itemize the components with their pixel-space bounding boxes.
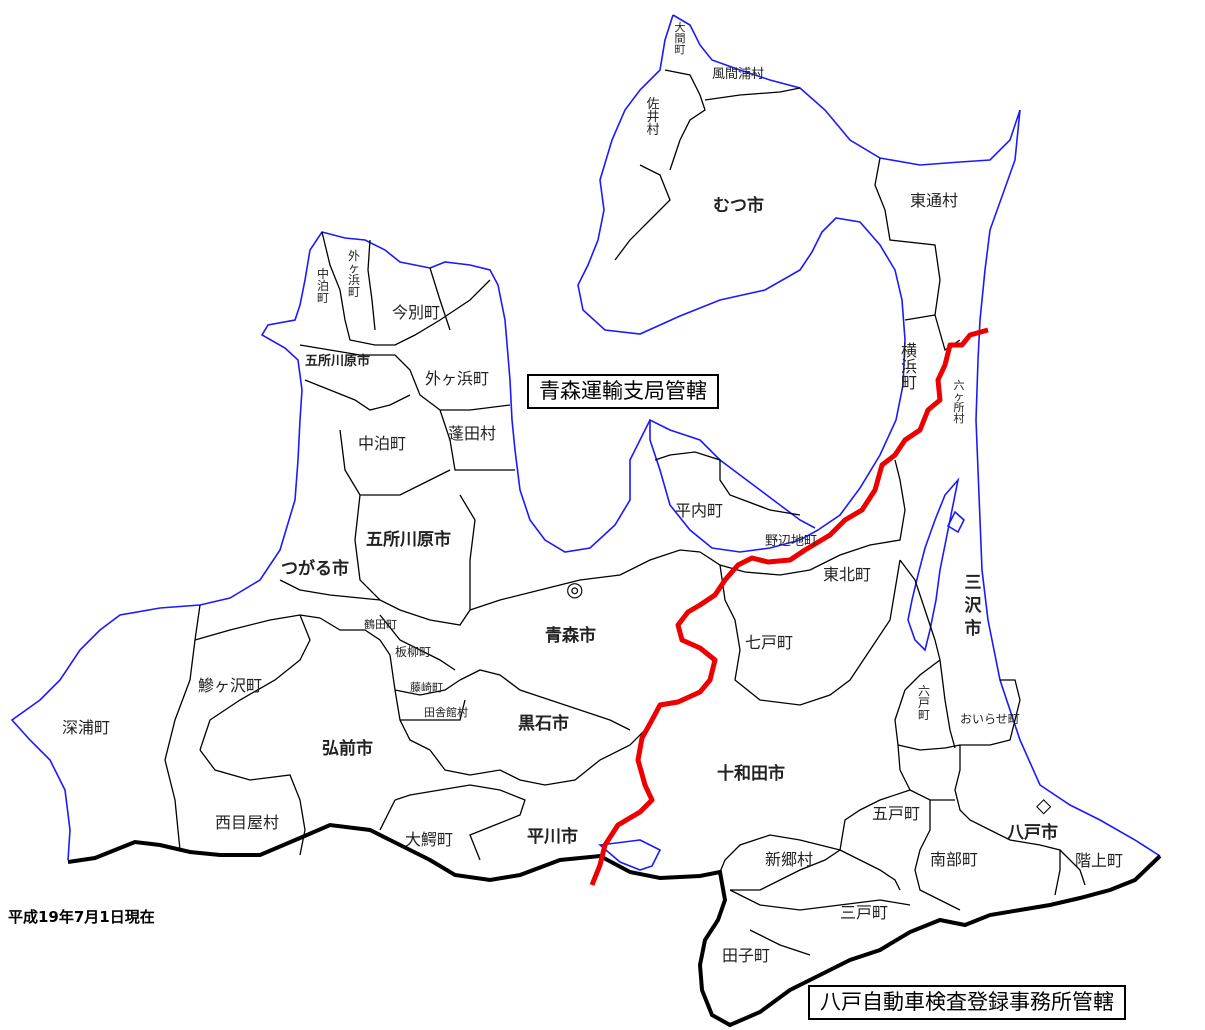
label-tsugaru: つがる市 [281, 559, 349, 579]
label-yomogita: 蓬田村 [448, 424, 497, 443]
label-hirosaki: 弘前市 [322, 739, 373, 759]
label-hashikami: 階上町 [1075, 851, 1124, 870]
label-sotogahama: 外ヶ浜町 [425, 369, 490, 388]
label-fujisaki: 藤崎町 [410, 681, 443, 694]
label-imabetsu: 今別町 [392, 303, 441, 322]
label-yokohama: 横浜町 [900, 341, 917, 392]
label-misawa: 三沢市 [964, 573, 982, 639]
label-rokunohe: 六戸町 [917, 684, 930, 722]
label-nishimeya: 西目屋村 [215, 813, 280, 832]
label-nakadomari: 中泊町 [358, 434, 407, 453]
prefecture-border [67, 822, 1162, 1028]
label-inakadate: 田舎館村 [424, 706, 468, 719]
label-sotogahama-north: 外ヶ浜町 [347, 249, 360, 299]
label-gonohe: 五戸町 [872, 804, 921, 823]
label-sannohe: 三戸町 [840, 903, 889, 922]
label-hachinohe: 八戸市 [1007, 823, 1058, 843]
label-goshogawara: 五所川原市 [366, 530, 451, 550]
label-fukaura: 深浦町 [62, 718, 111, 737]
label-higashidori: 東通村 [910, 191, 959, 210]
label-goshogawara-north: 五所川原市 [305, 354, 371, 369]
label-itayanagi: 板柳町 [395, 645, 432, 659]
label-shichinohe: 七戸町 [745, 633, 794, 652]
label-hiranai: 平内町 [675, 501, 724, 520]
hachinohe-jurisdiction-label: 八戸自動車検査登録事務所管轄 [808, 985, 1126, 1021]
coastline [10, 14, 1161, 871]
label-nanbu: 南部町 [930, 850, 979, 869]
label-kazamaura: 風間浦村 [712, 67, 765, 82]
label-sai: 佐井村 [646, 97, 660, 138]
municipal-boundaries [164, 69, 1086, 956]
label-hirakawa: 平川市 [527, 827, 578, 847]
aomori-jurisdiction-label: 青森運輸支局管轄 [527, 374, 719, 410]
label-rokkasho: 六ヶ所村 [953, 379, 965, 425]
label-owani: 大鰐町 [405, 830, 454, 849]
label-tohoku: 東北町 [823, 565, 872, 584]
label-aomori: 青森市 [545, 626, 596, 646]
aomori-capital-marker: ◎ [566, 577, 584, 601]
label-oirase: おいらせ町 [960, 712, 1020, 726]
label-shingo: 新郷村 [765, 850, 814, 869]
label-kuroishi: 黒石市 [518, 714, 569, 734]
hachinohe-office-marker: ◇ [1036, 793, 1052, 817]
label-oma: 大間町 [674, 21, 686, 56]
label-takko: 田子町 [722, 946, 771, 965]
label-tsuruta: 鶴田町 [364, 618, 397, 631]
label-noheji: 野辺地町 [765, 534, 818, 549]
label-mutsu: むつ市 [713, 196, 764, 216]
label-towada: 十和田市 [717, 764, 785, 784]
jurisdiction-line [589, 327, 989, 886]
label-nakadomari-north: 中泊町 [316, 267, 329, 305]
as-of-date: 平成19年7月1日現在 [8, 908, 155, 926]
label-ajigasawa: 鰺ヶ沢町 [198, 676, 263, 695]
